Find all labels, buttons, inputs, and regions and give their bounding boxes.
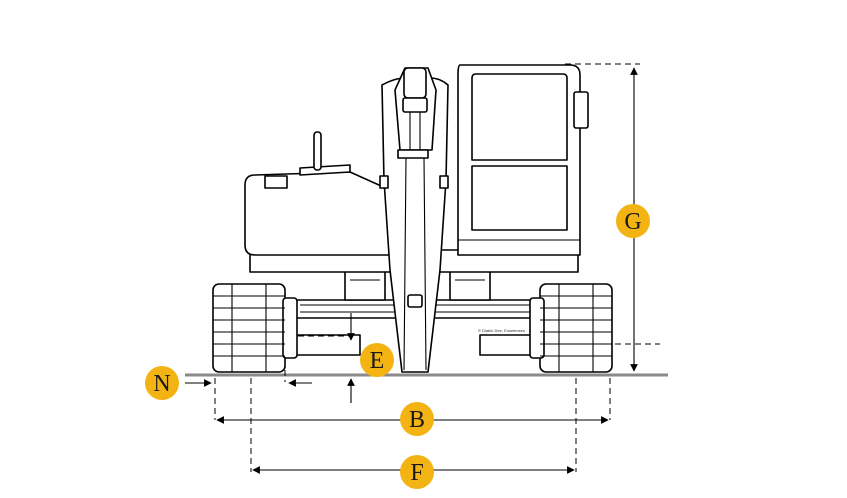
label-badge-n: N (145, 366, 179, 400)
badge-b-text: B (409, 407, 425, 433)
label-badge-g: G (616, 204, 650, 238)
badge-n-circle (145, 366, 179, 400)
reference-lines (214, 63, 660, 472)
label-badge-f: F (400, 455, 434, 489)
operator-cab (457, 64, 589, 256)
left-track (212, 283, 298, 373)
copyright-note: © Diablo Dee, Eusetensen (478, 328, 525, 333)
label-badge-b: B (400, 402, 434, 436)
badge-n-text: N (153, 371, 170, 397)
right-track (529, 283, 613, 373)
engine-hood (244, 131, 393, 256)
badge-e-text: E (370, 348, 385, 374)
badge-g-circle (616, 204, 650, 238)
badge-b-circle (400, 402, 434, 436)
badge-f-text: F (410, 460, 423, 486)
badge-e-circle (360, 343, 394, 377)
label-badge-e: E (360, 343, 394, 377)
boom-arm (379, 67, 449, 373)
badge-g-text: G (624, 209, 641, 235)
badge-f-circle (400, 455, 434, 489)
